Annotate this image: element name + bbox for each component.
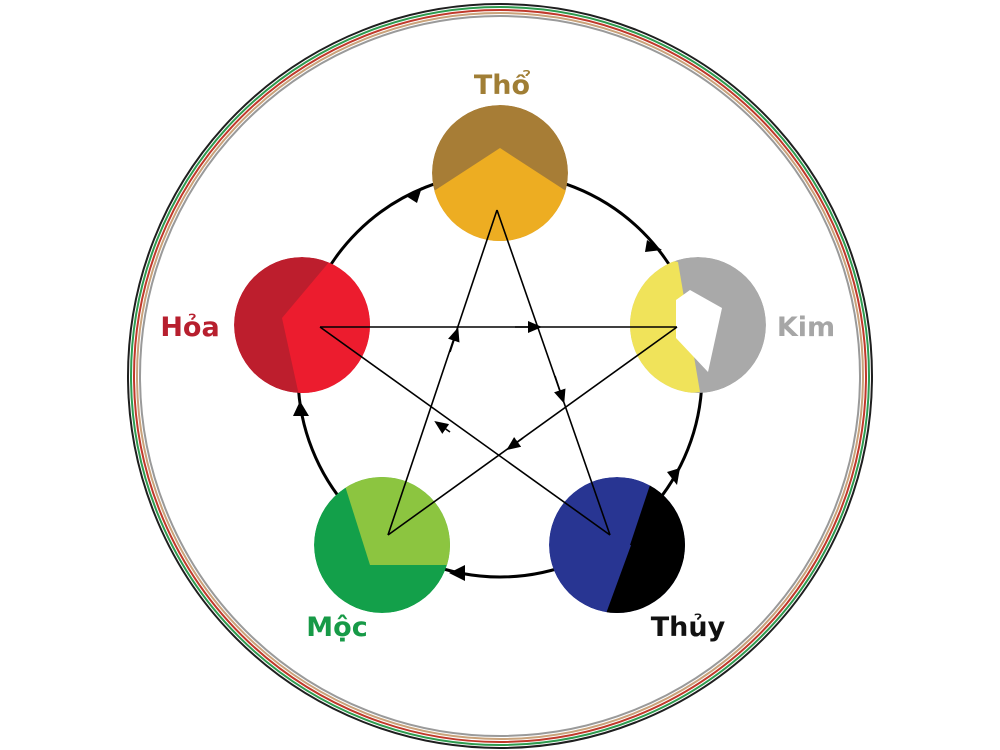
arrow-moc-to-hoa xyxy=(293,401,309,416)
element-tho xyxy=(432,105,568,241)
generating-cycle-arrowheads xyxy=(293,187,680,581)
arrow-thuy-to-moc xyxy=(449,565,465,581)
controlling-cycle-star xyxy=(319,209,678,536)
star-line-moc-tho xyxy=(387,209,498,536)
label-kim: Kim xyxy=(777,312,835,343)
label-tho: Thổ xyxy=(474,68,531,101)
controlling-cycle-arrowheads xyxy=(434,321,566,451)
arrow-hoa-to-tho xyxy=(406,187,422,203)
element-kim xyxy=(630,257,766,393)
star-line-tho-thuy xyxy=(496,209,611,536)
star-line-kim-moc xyxy=(387,326,678,536)
arrow-kim-to-thuy xyxy=(667,468,680,485)
arrow-tho-to-kim xyxy=(645,240,662,252)
outer-border-rings xyxy=(127,3,873,749)
star-line-thuy-hoa xyxy=(319,326,611,536)
label-moc: Mộc xyxy=(306,612,367,643)
label-hoa: Hỏa xyxy=(160,312,219,343)
element-thuy xyxy=(549,477,685,613)
label-thuy: Thủy xyxy=(651,612,726,643)
